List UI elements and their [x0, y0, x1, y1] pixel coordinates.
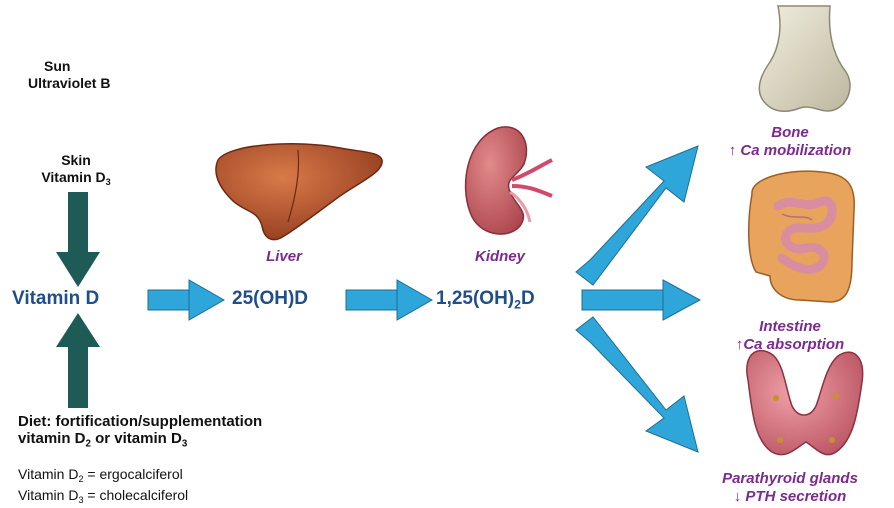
- bone-label: Bone ↑ Ca mobilization: [690, 124, 890, 160]
- diet-label-line1: Diet: fortification/supplementation: [18, 413, 262, 430]
- calcitriol-to-parathyroid-arrow: [576, 317, 698, 452]
- intestine-name: Intestine: [690, 318, 890, 336]
- kidney-illustration: [466, 127, 552, 234]
- skin-label-line1: Skin: [20, 152, 132, 169]
- kidney-label: Kidney: [460, 248, 540, 265]
- vitamin-d-node: Vitamin D: [12, 288, 99, 310]
- parathyroid-name: Parathyroid glands: [690, 470, 890, 488]
- liver-label: Liver: [252, 248, 316, 265]
- diet-vitamin-a: vitamin D: [18, 430, 86, 447]
- bone-effect: ↑ Ca mobilization: [690, 142, 890, 160]
- intestine-label: Intestine ↑Ca absorption: [690, 318, 890, 354]
- parathyroid-effect: ↓ PTH secretion: [690, 488, 890, 506]
- calcidiol-node: 25(OH)D: [232, 288, 308, 310]
- definition-d3-rest: = cholecalciferol: [84, 487, 189, 503]
- sun-label-line2: Ultraviolet B: [28, 75, 110, 92]
- calcitriol-tail: D: [521, 288, 535, 309]
- parathyroid-label: Parathyroid glands ↓ PTH secretion: [690, 470, 890, 506]
- intestine-illustration: [749, 171, 855, 302]
- liver-illustration: [216, 144, 382, 240]
- calcitriol-to-intestine-arrow: [582, 280, 700, 320]
- definition-d2: Vitamin D2 = ergocalciferol: [18, 466, 188, 487]
- diet-vitamin-b: or vitamin D: [91, 430, 182, 447]
- diet-subscript-b: 3: [182, 438, 187, 449]
- calcitriol-text: 1,25(OH): [436, 288, 514, 309]
- definition-d2-base: Vitamin D: [18, 466, 78, 482]
- sun-label-line1: Sun: [28, 58, 110, 75]
- calcidiol-to-calcitriol-arrow: [346, 280, 432, 320]
- definition-d3-base: Vitamin D: [18, 487, 78, 503]
- bone-illustration: [759, 6, 850, 111]
- sun-label: Sun Ultraviolet B: [28, 58, 110, 92]
- calcitriol-subscript: 2: [514, 297, 521, 311]
- diet-label: Diet: fortification/supplementation vita…: [18, 413, 262, 452]
- intestine-effect: ↑Ca absorption: [690, 336, 890, 354]
- skin-to-vitamin-d-arrow: [56, 192, 100, 287]
- vitamin-d-to-calcidiol-arrow: [148, 280, 224, 320]
- diet-label-line2: vitamin D2 or vitamin D3: [18, 430, 262, 452]
- skin-vitamin-text: Vitamin D: [41, 169, 105, 185]
- calcitriol-to-bone-arrow: [576, 146, 698, 285]
- skin-label: Skin Vitamin D3: [20, 152, 132, 191]
- definition-d3: Vitamin D3 = cholecalciferol: [18, 487, 188, 508]
- definitions: Vitamin D2 = ergocalciferol Vitamin D3 =…: [18, 466, 188, 508]
- diet-to-vitamin-d-arrow: [56, 313, 100, 408]
- skin-vitamin-subscript: 3: [106, 177, 111, 187]
- definition-d2-rest: = ergocalciferol: [84, 466, 183, 482]
- parathyroid-illustration: [747, 351, 863, 455]
- skin-label-line2: Vitamin D3: [20, 169, 132, 191]
- bone-name: Bone: [690, 124, 890, 142]
- calcitriol-node: 1,25(OH)2D: [436, 288, 535, 311]
